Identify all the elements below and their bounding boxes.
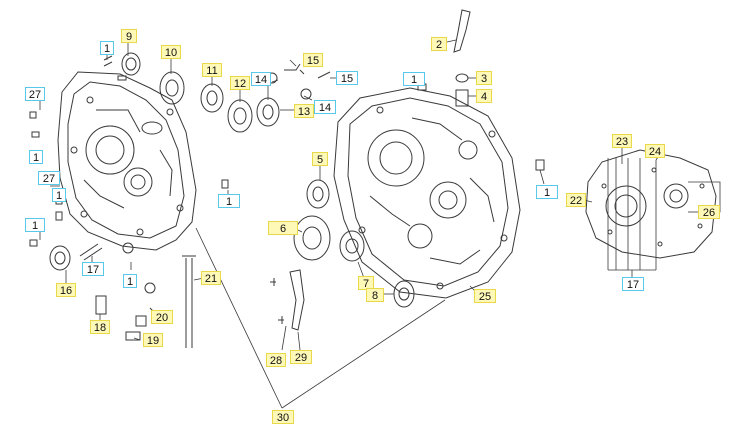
callout-20: 20 [151, 310, 173, 324]
callout-15: 15 [336, 71, 358, 85]
right-crankcase-half [333, 87, 521, 299]
callout-21: 21 [201, 271, 221, 285]
callout-1: 1 [218, 194, 240, 208]
breather-pipe [266, 9, 471, 107]
callout-11: 11 [202, 63, 222, 77]
callout-27: 27 [38, 171, 60, 185]
callout-26: 26 [698, 205, 720, 219]
callout-28: 28 [266, 353, 286, 367]
callout-14: 14 [251, 72, 271, 86]
callout-8: 8 [366, 288, 384, 302]
callout-30: 30 [272, 410, 294, 424]
callout-15: 15 [303, 53, 323, 67]
callout-1: 1 [100, 41, 114, 55]
shift-bracket [270, 269, 305, 331]
callout-17: 17 [82, 262, 104, 276]
callout-17: 17 [622, 277, 644, 291]
callout-6: 6 [268, 221, 298, 235]
callout-1: 1 [25, 218, 45, 232]
callout-19: 19 [143, 333, 163, 347]
callout-27: 27 [25, 87, 45, 101]
callout-9: 9 [121, 29, 137, 43]
right-bearing-set [293, 179, 415, 308]
callout-16: 16 [56, 283, 76, 297]
callout-23: 23 [612, 134, 632, 148]
callout-1: 1 [123, 274, 137, 288]
callout-22: 22 [566, 193, 586, 207]
left-crankcase-half [57, 71, 197, 251]
callout-24: 24 [645, 144, 665, 158]
dowels-and-bolts [29, 55, 545, 348]
callout-5: 5 [312, 152, 328, 166]
callout-1: 1 [52, 188, 66, 202]
callout-3: 3 [476, 71, 492, 85]
callout-18: 18 [90, 320, 110, 334]
callout-14: 14 [314, 100, 336, 114]
callout-29: 29 [290, 350, 312, 364]
callout-1: 1 [536, 185, 558, 199]
callout-2: 2 [431, 37, 447, 51]
callout-10: 10 [161, 45, 181, 59]
callout-13: 13 [294, 104, 314, 118]
callout-1: 1 [403, 72, 425, 86]
callout-4: 4 [476, 89, 492, 103]
assembled-case-inset [585, 149, 717, 259]
callout-25: 25 [474, 289, 496, 303]
callout-1: 1 [29, 150, 43, 164]
callout-12: 12 [230, 76, 250, 90]
